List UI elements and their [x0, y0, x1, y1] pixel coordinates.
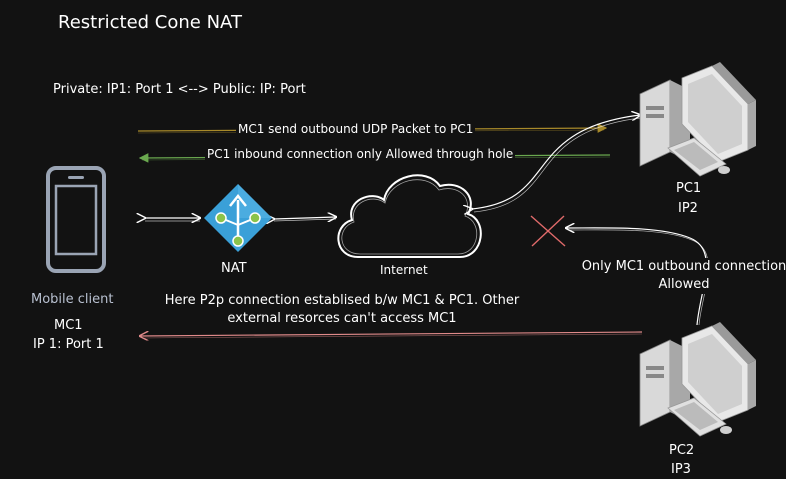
internet-label: Internet	[380, 263, 428, 277]
pc1-name: PC1	[676, 181, 702, 196]
mobile-nat-arrow	[145, 218, 200, 221]
internet-pc1-arrow	[472, 115, 640, 212]
cross-icon	[530, 215, 566, 247]
mc1-address: IP 1: Port 1	[33, 337, 104, 352]
nat-internet-arrow	[274, 217, 336, 221]
pc2-name: PC2	[669, 443, 695, 458]
computer-icon-pc2	[639, 322, 756, 437]
computer-icon-pc1	[639, 62, 756, 177]
inbound-arrow-label: PC1 inbound connection only Allowed thro…	[205, 147, 516, 161]
pc1-address: IP2	[678, 201, 698, 216]
nat-icon	[204, 184, 272, 252]
cloud-icon	[337, 174, 482, 258]
p2p-arrow-label: Here P2p connection establised b/w MC1 &…	[164, 293, 520, 326]
port-mapping-label: Private: IP1: Port 1 <--> Public: IP: Po…	[53, 82, 306, 97]
pc2-address: IP3	[671, 462, 691, 477]
mobile-client-label: Mobile client	[31, 292, 114, 307]
mc1-name: MC1	[54, 318, 83, 333]
phone-icon	[46, 166, 106, 273]
diagram-title: Restricted Cone NAT	[58, 12, 242, 33]
only-mc1-label: Only MC1 outbound connection Allowed	[578, 258, 786, 294]
udp-arrow-label: MC1 send outbound UDP Packet to PC1	[236, 122, 476, 136]
nat-label: NAT	[221, 261, 247, 276]
p2p-arrow	[140, 332, 643, 338]
